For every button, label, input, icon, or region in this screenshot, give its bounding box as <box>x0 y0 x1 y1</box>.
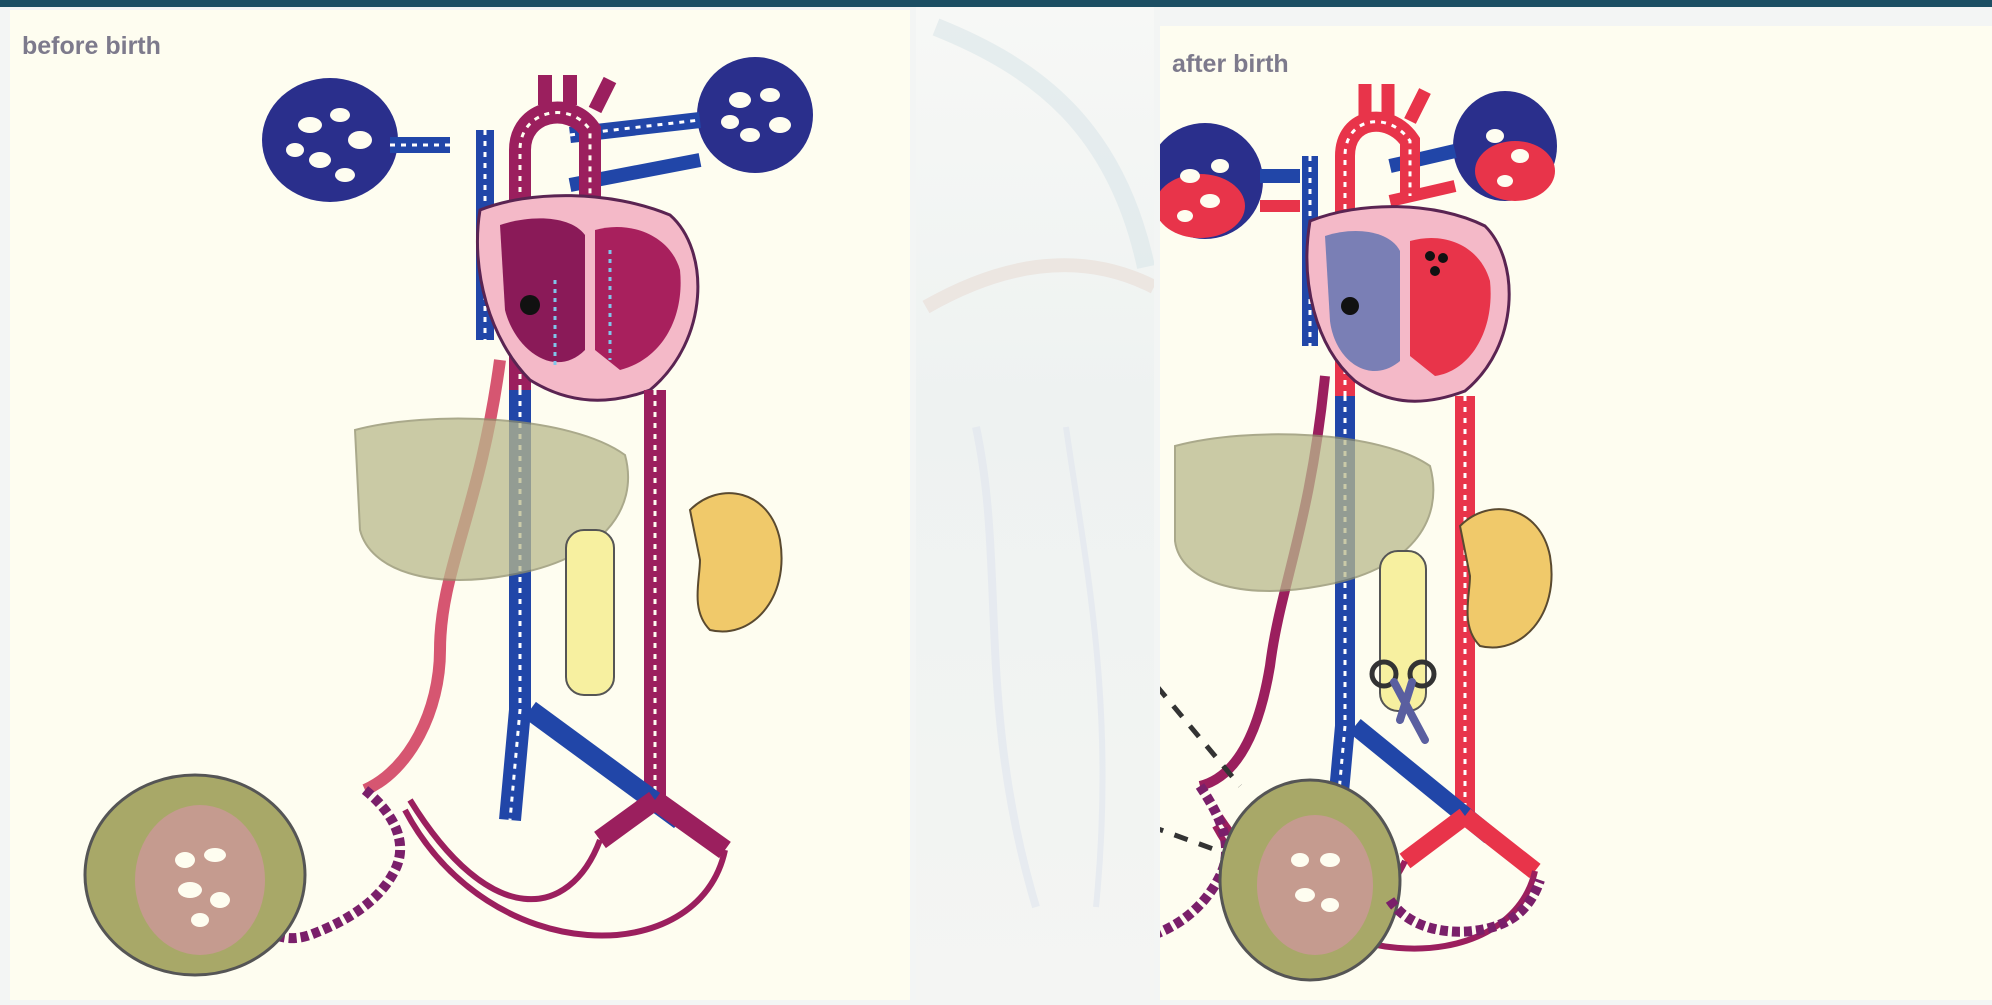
panel-after-birth: after birth <box>1160 26 1992 1000</box>
fetal-circulation-diagram <box>10 10 910 1000</box>
intestine <box>566 530 614 695</box>
pulmonary-vessel-right <box>1390 151 1455 166</box>
umbilical-artery-2 <box>405 810 725 936</box>
right-lung <box>1453 91 1557 201</box>
faded-vessel-illustration <box>916 7 1154 1000</box>
faded-background-divider <box>916 7 1154 1000</box>
top-border <box>0 0 1992 7</box>
left-lung <box>1160 123 1263 239</box>
cut-line <box>1160 666 1240 786</box>
postnatal-circulation-diagram <box>1160 26 1992 1000</box>
kidney <box>690 493 782 631</box>
umbilical-cord <box>1160 786 1226 936</box>
intestine <box>1380 551 1426 711</box>
placenta <box>85 775 305 975</box>
iliac-arteries <box>600 800 725 850</box>
right-lung <box>697 57 813 173</box>
panel-before-birth: before birth <box>10 10 910 1000</box>
iliac-arteries <box>1405 816 1535 871</box>
left-lung <box>262 78 398 202</box>
kidney <box>1460 509 1552 647</box>
